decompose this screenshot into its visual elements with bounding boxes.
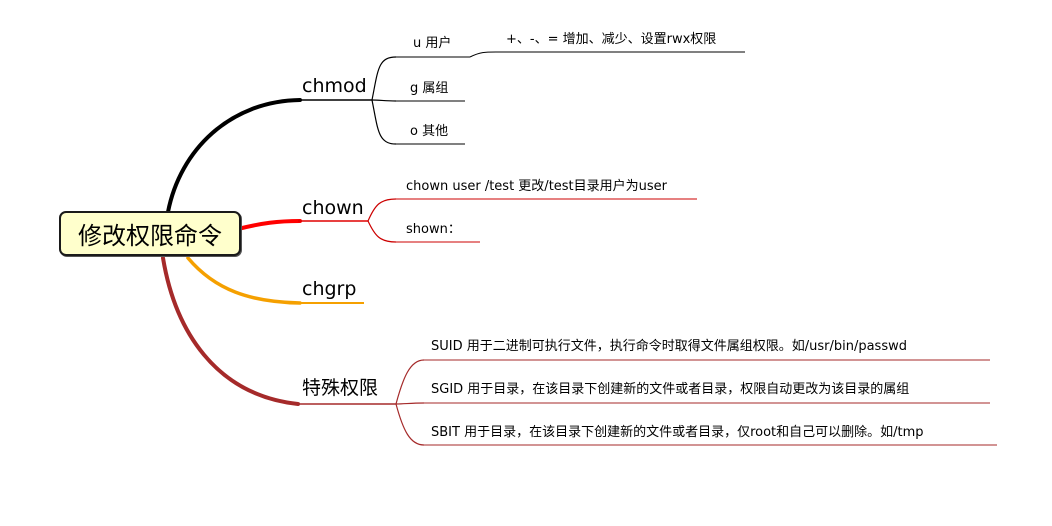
connector-o: [371, 99, 397, 145]
branch-connector-chown: [236, 219, 302, 231]
topic-chmod[interactable]: chmod: [302, 75, 367, 97]
subtopic-o-other[interactable]: o 其他: [410, 124, 449, 139]
connector-sgid: [395, 402, 425, 405]
subtopic-sbit[interactable]: SBIT 用于目录，在该目录下创建新的文件或者目录，仅root和自己可以删除。如…: [431, 425, 924, 440]
subtopic-g-group[interactable]: g 属组: [410, 81, 449, 96]
subtopic-u-user[interactable]: u 用户: [413, 36, 452, 51]
subtopic-sgid[interactable]: SGID 用于目录，在该目录下创建新的文件或者目录，权限自动更改为该目录的属组: [431, 382, 910, 397]
connector-u: [371, 56, 397, 101]
central-topic-label: 修改权限命令: [78, 222, 222, 250]
connector-sbit: [395, 403, 425, 446]
connector-suid: [395, 359, 425, 405]
branch-connector-special: [161, 256, 300, 406]
connector-chown-2: [367, 220, 397, 243]
connector-u-sub: [469, 51, 497, 58]
connector-chown-1: [367, 198, 397, 222]
subtopic-suid[interactable]: SUID 用于二进制可执行文件，执行命令时取得文件属组权限。如/usr/bin/…: [431, 339, 907, 354]
topic-chown[interactable]: chown: [302, 197, 364, 219]
subtopic-chown-example[interactable]: chown user /test 更改/test目录用户为user: [406, 179, 668, 194]
connector-g: [371, 99, 397, 102]
central-topic[interactable]: 修改权限命令: [59, 211, 241, 256]
topic-special-permissions[interactable]: 特殊权限: [302, 377, 379, 399]
subtopic-u-operators[interactable]: +、-、= 增加、减少、设置rwx权限: [506, 32, 717, 47]
topic-chgrp[interactable]: chgrp: [302, 278, 357, 300]
branch-connector-chmod: [166, 98, 302, 214]
subtopic-shown[interactable]: shown：: [406, 222, 461, 237]
branch-connector-chgrp: [186, 256, 302, 305]
